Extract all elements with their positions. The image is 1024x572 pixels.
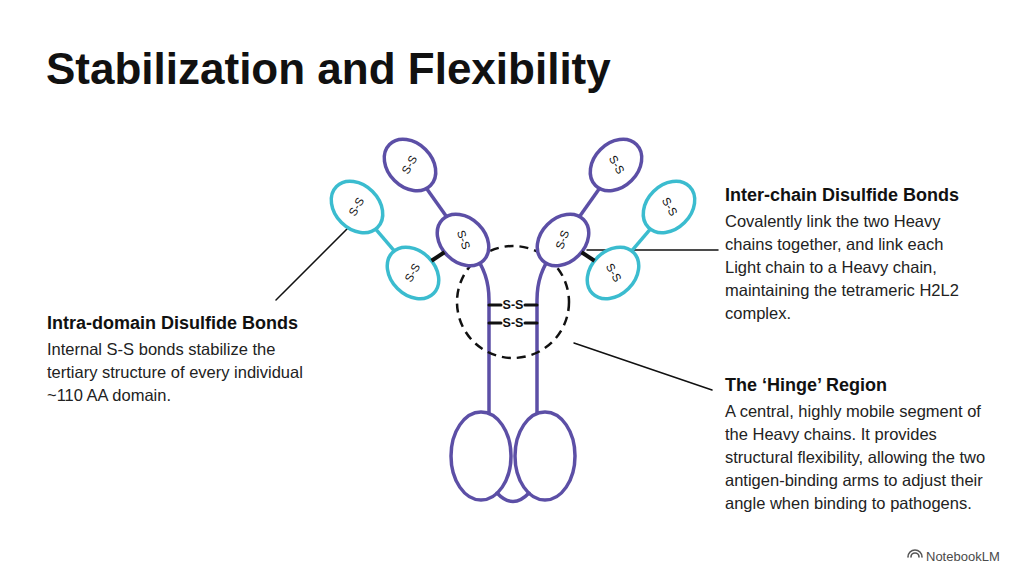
domain-ellipse xyxy=(580,129,652,201)
hinge-bond-bar xyxy=(525,304,537,307)
domain-ellipse xyxy=(374,129,446,201)
light-chain-link xyxy=(376,229,395,251)
callout-heading: Intra-domain Disulfide Bonds xyxy=(47,312,367,334)
interchain-disulfide-bond xyxy=(582,252,595,261)
domain-ellipse xyxy=(633,171,705,243)
hinge-bond-bar xyxy=(489,304,501,307)
dashed-circle xyxy=(457,246,569,358)
leader-line xyxy=(574,343,712,390)
callout-heading: The ‘Hinge’ Region xyxy=(725,374,1015,396)
disulfide-bond-label: S-S xyxy=(503,317,524,330)
fc-domain-oval xyxy=(451,412,511,500)
fc-domain-oval xyxy=(515,412,575,500)
domain-oval: S-S xyxy=(630,168,708,246)
watermark-icon xyxy=(908,550,922,557)
callout-heading: Inter-chain Disulfide Bonds xyxy=(725,184,1015,206)
domain-ellipse xyxy=(321,171,393,243)
leader-line xyxy=(276,226,350,300)
diagram-title: Stabilization and Flexibility xyxy=(46,47,611,91)
heavy-chain-line xyxy=(470,250,489,414)
interchain-disulfide-bond xyxy=(432,252,445,261)
domain-ellipse xyxy=(427,204,499,276)
watermark: NotebookLM xyxy=(926,549,1021,565)
heavy-chain-link xyxy=(580,188,600,216)
domain-ellipse xyxy=(577,237,649,309)
domain-oval: S-S xyxy=(318,168,396,246)
domain-oval: S-S xyxy=(577,126,655,204)
domain-ellipse xyxy=(527,204,599,276)
light-chain-link xyxy=(632,229,651,251)
callout-body: A central, highly mobile segment of the … xyxy=(725,400,987,515)
callout-body: Internal S-S bonds stabilize the tertiar… xyxy=(47,338,329,407)
heavy-chain-line xyxy=(537,250,556,414)
heavy-chain-tail xyxy=(497,493,529,502)
domain-ellipse xyxy=(377,237,449,309)
hinge-bond-bar xyxy=(489,322,501,325)
callout-body: Covalently link the two Heavy chains tog… xyxy=(725,210,970,325)
heavy-chain-link xyxy=(427,188,447,216)
hinge-bond-bar xyxy=(525,322,537,325)
domain-oval: S-S xyxy=(371,126,449,204)
disulfide-bond-label: S-S xyxy=(503,299,524,312)
